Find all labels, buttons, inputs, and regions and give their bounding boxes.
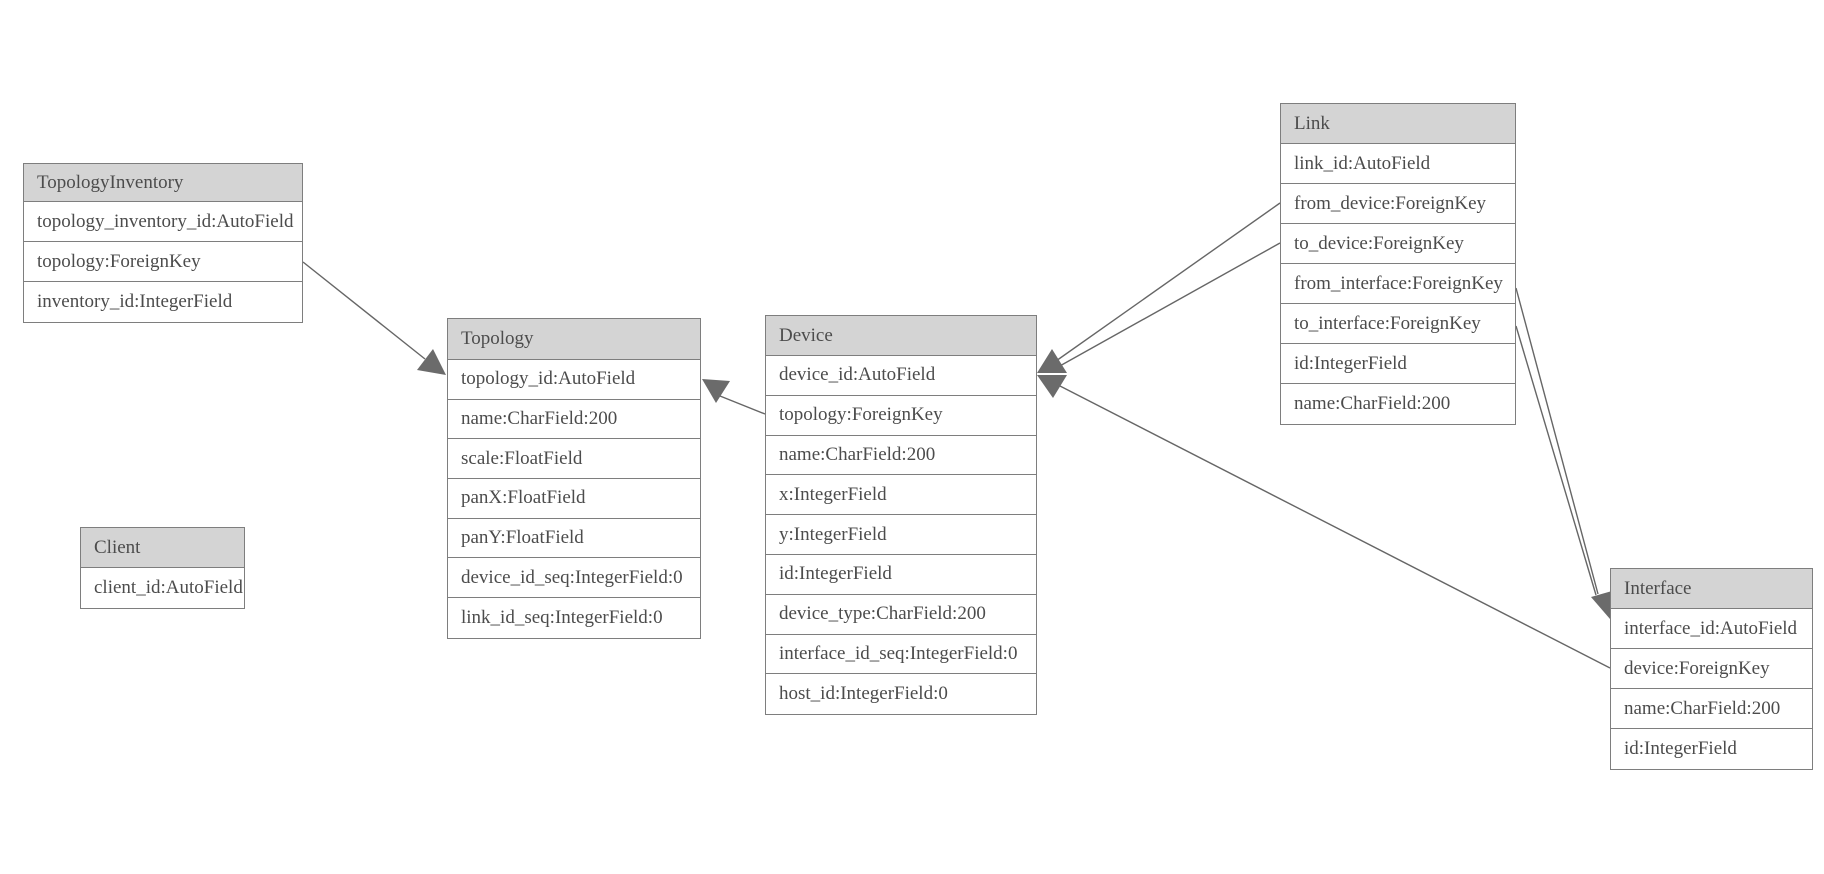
field-row: id:IntegerField [766,554,1036,595]
field-row: name:CharField:200 [1611,689,1812,729]
arrowhead-icon [1037,375,1067,398]
field-row: device_type:CharField:200 [766,594,1036,635]
field-row: name:CharField:200 [448,399,700,440]
entity-topologyinventory[interactable]: TopologyInventory topology_inventory_id:… [23,163,303,323]
arrowhead-icon [1591,591,1612,619]
entity-topology[interactable]: Topology topology_id:AutoField name:Char… [447,318,701,639]
field-row: id:IntegerField [1611,729,1812,769]
field-row: device_id:AutoField [766,356,1036,396]
field-row: interface_id:AutoField [1611,609,1812,649]
entity-title: Topology [448,319,700,360]
relation-line-link-tointerface-interface [1515,325,1597,596]
entity-title: TopologyInventory [24,164,302,202]
relation-line-device-topology [719,395,766,415]
field-row: topology_inventory_id:AutoField [24,202,302,242]
field-row: interface_id_seq:IntegerField:0 [766,634,1036,675]
entity-client[interactable]: Client client_id:AutoField [80,527,245,609]
arrowhead-icon [702,379,730,403]
field-row: name:CharField:200 [766,435,1036,476]
entity-link[interactable]: Link link_id:AutoField from_device:Forei… [1280,103,1516,425]
entity-title: Link [1281,104,1515,144]
relation-line-interface-device [1059,385,1611,669]
field-row: x:IntegerField [766,475,1036,516]
arrowhead-icon [417,349,446,375]
relation-line-topologyinventory-topology [302,261,426,360]
field-row: device_id_seq:IntegerField:0 [448,558,700,599]
field-row: from_interface:ForeignKey [1281,264,1515,304]
relation-line-link-fromdevice-device [1055,202,1281,362]
field-row: y:IntegerField [766,515,1036,555]
field-row: from_device:ForeignKey [1281,184,1515,224]
field-row: panX:FloatField [448,479,700,519]
entity-interface[interactable]: Interface interface_id:AutoField device:… [1610,568,1813,770]
entity-title: Client [81,528,244,568]
field-row: scale:FloatField [448,439,700,480]
field-row: topology:ForeignKey [24,242,302,282]
relation-line-link-frominterface-interface [1515,287,1599,595]
field-row: id:IntegerField [1281,344,1515,384]
field-row: name:CharField:200 [1281,384,1515,424]
entity-title: Interface [1611,569,1812,609]
field-row: device:ForeignKey [1611,649,1812,689]
entity-device[interactable]: Device device_id:AutoField topology:Fore… [765,315,1037,716]
relation-line-link-todevice-device [1057,242,1281,368]
field-row: topology:ForeignKey [766,395,1036,436]
field-row: inventory_id:IntegerField [24,282,302,322]
field-row: to_interface:ForeignKey [1281,304,1515,344]
field-row: host_id:IntegerField:0 [766,674,1036,715]
arrowhead-icon [1037,349,1067,373]
field-row: client_id:AutoField [81,568,244,608]
field-row: topology_id:AutoField [448,360,700,400]
field-row: link_id_seq:IntegerField:0 [448,598,700,638]
field-row: link_id:AutoField [1281,144,1515,184]
field-row: to_device:ForeignKey [1281,224,1515,264]
entity-title: Device [766,316,1036,356]
field-row: panY:FloatField [448,518,700,559]
